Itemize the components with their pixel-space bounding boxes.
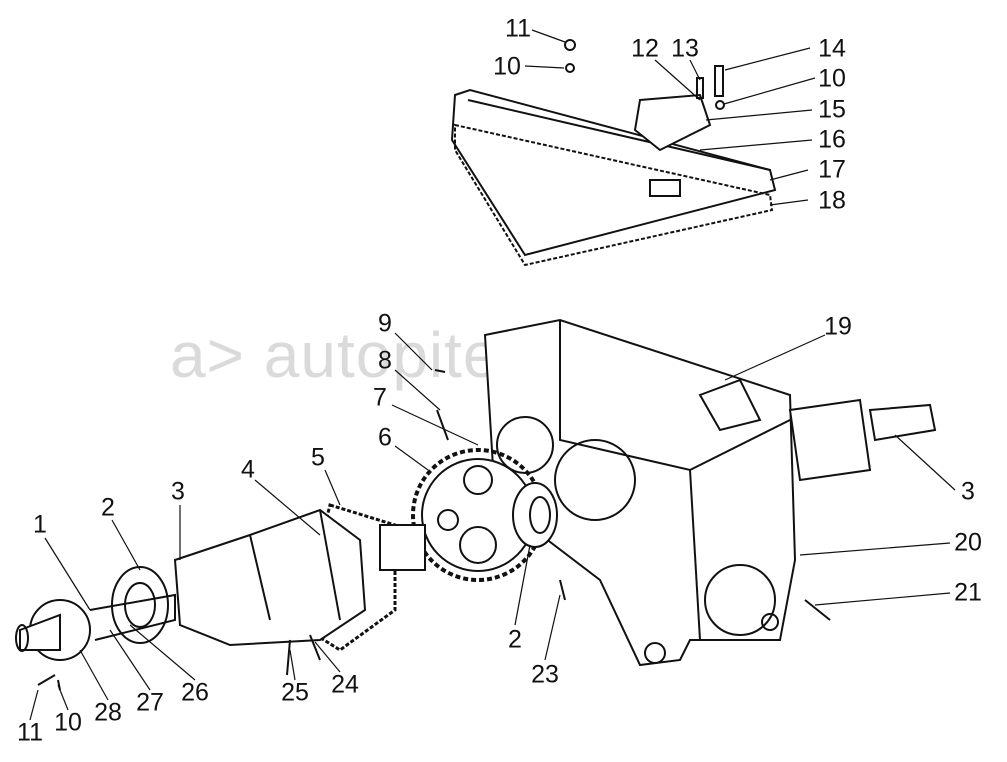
- fasteners: [37, 369, 831, 691]
- callout-2: 2: [508, 625, 522, 654]
- callout-2: 2: [101, 493, 115, 522]
- callout-1: 1: [33, 510, 47, 539]
- callout-3: 3: [171, 477, 185, 506]
- callout-10: 10: [818, 64, 846, 93]
- callout-28: 28: [94, 698, 122, 727]
- callout-18: 18: [818, 186, 846, 215]
- callout-3: 3: [961, 477, 975, 506]
- callout-13: 13: [671, 34, 699, 63]
- callout-16: 16: [818, 125, 846, 154]
- bearing: [512, 482, 558, 548]
- gear: [411, 448, 545, 582]
- callout-9: 9: [378, 309, 392, 338]
- callout-21: 21: [954, 578, 982, 607]
- callout-8: 8: [378, 346, 392, 375]
- callout-7: 7: [373, 383, 387, 412]
- callout-10: 10: [54, 708, 82, 737]
- intermediate-housing: [173, 503, 426, 652]
- callout-26: 26: [181, 678, 209, 707]
- callout-4: 4: [241, 455, 255, 484]
- callout-15: 15: [818, 95, 846, 124]
- output-shaft-assembly: [15, 566, 176, 661]
- callout-12: 12: [631, 34, 659, 63]
- callout-10: 10: [493, 52, 521, 81]
- callout-27: 27: [136, 688, 164, 717]
- callout-24: 24: [331, 670, 359, 699]
- cover-plate-assembly: [450, 39, 777, 267]
- callout-25: 25: [281, 678, 309, 707]
- main-housing: [483, 318, 937, 667]
- callout-19: 19: [824, 312, 852, 341]
- callout-20: 20: [954, 528, 982, 557]
- callout-17: 17: [818, 155, 846, 184]
- callout-23: 23: [531, 660, 559, 689]
- callout-11: 11: [505, 14, 531, 43]
- callout-11: 11: [17, 718, 43, 747]
- callout-6: 6: [378, 423, 392, 452]
- leader-lines: [29, 29, 956, 721]
- callout-5: 5: [311, 443, 325, 472]
- callout-14: 14: [818, 34, 846, 63]
